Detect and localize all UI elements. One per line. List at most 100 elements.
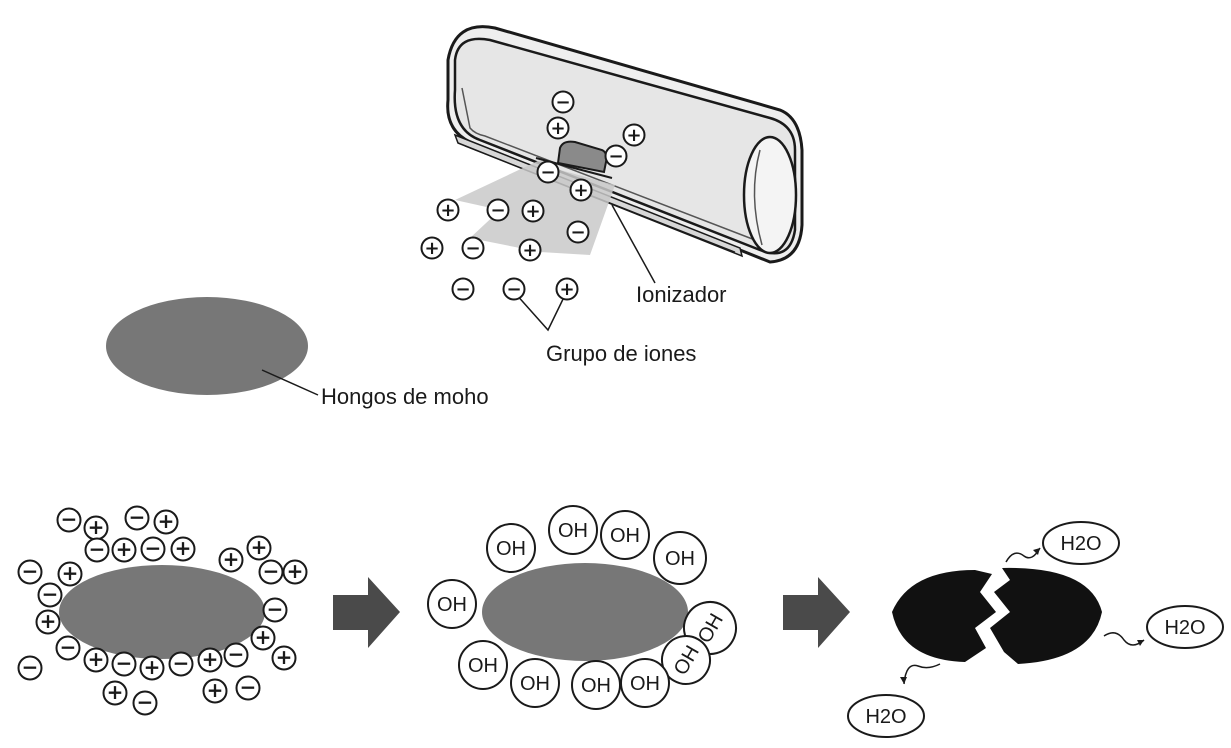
ion-symbol: −	[240, 675, 257, 699]
ion-circle	[168, 651, 194, 677]
ion-symbol: +	[207, 678, 224, 702]
positive-ion: +	[202, 678, 228, 704]
ac-end-cap	[742, 135, 798, 255]
positive-ion: +	[170, 536, 196, 562]
hydroxyl-molecule: OH	[661, 635, 711, 685]
hydroxyl-label: OH	[665, 548, 695, 570]
positive-ion: +	[420, 236, 444, 260]
ion-symbol: +	[116, 537, 133, 561]
hydroxyl-circle	[600, 510, 650, 560]
ac-end-cap-inner	[753, 149, 763, 246]
positive-ion: +	[521, 199, 545, 223]
hydroxyl-label: OH	[558, 520, 588, 542]
ion-symbol: +	[88, 647, 105, 671]
ion-circle	[35, 609, 61, 635]
ion-circle	[56, 507, 82, 533]
negative-ion: −	[56, 507, 82, 533]
negative-ion: −	[132, 690, 158, 716]
negative-ion: −	[223, 642, 249, 668]
ion-symbol: −	[22, 655, 39, 679]
ion-symbol: −	[145, 536, 162, 560]
negative-ion: −	[262, 597, 288, 623]
ion-circle	[57, 561, 83, 587]
ion-circle	[202, 678, 228, 704]
negative-ion: −	[124, 505, 150, 531]
positive-ion: +	[282, 559, 308, 585]
ion-circle	[153, 509, 179, 535]
hydroxyl-circle	[458, 640, 508, 690]
hydroxyl-circle	[620, 658, 670, 708]
ion-symbol: −	[608, 146, 623, 167]
ion-circle	[271, 645, 297, 671]
ion-circle	[536, 160, 560, 184]
mold-label: Hongos de moho	[321, 384, 489, 409]
ion-circle	[111, 537, 137, 563]
hydroxyl-molecule: OH	[548, 505, 598, 555]
negative-ion: −	[461, 236, 485, 260]
ion-symbol: +	[559, 279, 574, 300]
ion-symbol: +	[424, 238, 439, 259]
ion-circle	[436, 198, 460, 222]
ion-symbol: −	[263, 559, 280, 583]
hydroxyl-molecule: OH	[458, 640, 508, 690]
ion-circle	[83, 647, 109, 673]
ion-group-label: Grupo de iones	[546, 341, 696, 366]
negative-ion: −	[258, 559, 284, 585]
positive-ion: +	[102, 680, 128, 706]
hydroxyl-label: OH	[496, 538, 526, 560]
negative-ion: −	[37, 582, 63, 608]
negative-ion: −	[604, 144, 628, 168]
ion-symbol: +	[62, 561, 79, 585]
water-ellipse	[1146, 605, 1224, 649]
ion-symbol: +	[40, 609, 57, 633]
negative-ion: −	[55, 635, 81, 661]
hydroxyl-label: OH	[520, 673, 550, 695]
ion-symbol: +	[144, 655, 161, 679]
ion-symbol: +	[276, 645, 293, 669]
process-arrow-1	[333, 577, 400, 648]
hydroxyl-label: OH	[468, 655, 498, 677]
ion-circle	[486, 198, 510, 222]
broken-mold	[892, 567, 1102, 664]
ion-circle	[569, 178, 593, 202]
positive-ion: +	[218, 547, 244, 573]
hydroxyl-molecule: OH	[600, 510, 650, 560]
ion-symbol: −	[116, 651, 133, 675]
water-arrow-top	[1005, 547, 1041, 563]
negative-ion: −	[486, 198, 510, 222]
ion-circle	[223, 642, 249, 668]
hydroxyl-molecule: OH	[620, 658, 670, 708]
hydroxyl-label: OH	[630, 673, 660, 695]
ion-circle	[37, 582, 63, 608]
water-label: H2O	[865, 706, 906, 728]
water-label: H2O	[1164, 617, 1205, 639]
hydroxyl-circle	[510, 658, 560, 708]
ion-circle	[555, 277, 579, 301]
ion-symbol: +	[88, 515, 105, 539]
negative-ion: −	[551, 90, 575, 114]
hydroxyl-circle	[427, 579, 477, 629]
ion-symbol: −	[22, 559, 39, 583]
ion-circle	[518, 238, 542, 262]
ion-symbol: +	[255, 625, 272, 649]
hydroxyl-molecule: OH	[486, 523, 536, 573]
ion-circle	[170, 536, 196, 562]
ion-symbol: −	[129, 505, 146, 529]
positive-ion: +	[153, 509, 179, 535]
negative-ion: −	[17, 655, 43, 681]
ion-circle	[546, 116, 570, 140]
ion-circle	[566, 220, 590, 244]
ion-circle	[622, 123, 646, 147]
negative-ion: −	[17, 559, 43, 585]
hydroxyl-molecule: OH	[427, 579, 477, 629]
ion-circle	[17, 559, 43, 585]
ion-symbol: +	[287, 559, 304, 583]
negative-ion: −	[84, 537, 110, 563]
ac-inner-frame	[461, 87, 756, 241]
positive-ion: +	[271, 645, 297, 671]
ion-symbol: −	[555, 92, 570, 113]
water-arrow-top-head	[1033, 548, 1040, 555]
negative-ion: −	[451, 277, 475, 301]
ion-circle	[246, 535, 272, 561]
